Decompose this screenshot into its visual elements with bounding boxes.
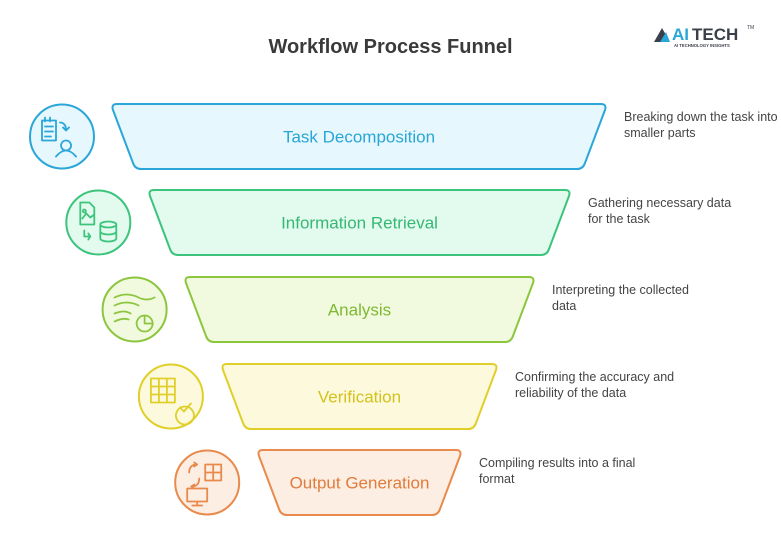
stage-description: Breaking down the task into smaller part…: [624, 110, 778, 140]
svg-text:TECH: TECH: [692, 25, 738, 44]
svg-text:AI: AI: [672, 25, 689, 44]
data-flow-chart-icon: [101, 276, 168, 343]
stage-band: [257, 449, 462, 516]
stage-label: Verification: [318, 388, 401, 407]
stage-description: Compiling results into a final format: [479, 456, 636, 486]
stage-band: [111, 103, 607, 170]
stage-band: [221, 363, 498, 430]
stage-description: Gathering necessary data for the task: [588, 196, 732, 226]
funnel-stage: Verification: [137, 363, 498, 430]
table-check-icon: [137, 363, 204, 430]
stage-band: [184, 276, 535, 343]
funnel-stage: Information Retrieval: [65, 189, 571, 256]
image-to-database-icon: [65, 189, 132, 256]
aitech-logo: AI TECH TM AI TECHNOLOGY INSIGHTS: [654, 25, 754, 48]
stage-label: Information Retrieval: [281, 214, 438, 233]
svg-text:AI TECHNOLOGY INSIGHTS: AI TECHNOLOGY INSIGHTS: [674, 43, 730, 48]
diagram-title: Workflow Process Funnel: [268, 36, 513, 58]
task-delegation-icon: [29, 103, 95, 170]
funnel-stage: Task Decomposition: [29, 103, 607, 170]
stage-label: Task Decomposition: [283, 128, 435, 147]
stage-band: [148, 189, 571, 256]
table-to-monitor-icon: [174, 449, 241, 516]
funnel-stage: Analysis: [101, 276, 535, 343]
stage-description: Confirming the accuracy and reliability …: [515, 370, 675, 400]
svg-text:TM: TM: [747, 25, 754, 31]
stage-description: Interpreting the collected data: [552, 283, 689, 313]
stage-label: Output Generation: [290, 474, 430, 493]
funnel-stage: Output Generation: [174, 449, 462, 516]
stage-label: Analysis: [328, 301, 391, 320]
